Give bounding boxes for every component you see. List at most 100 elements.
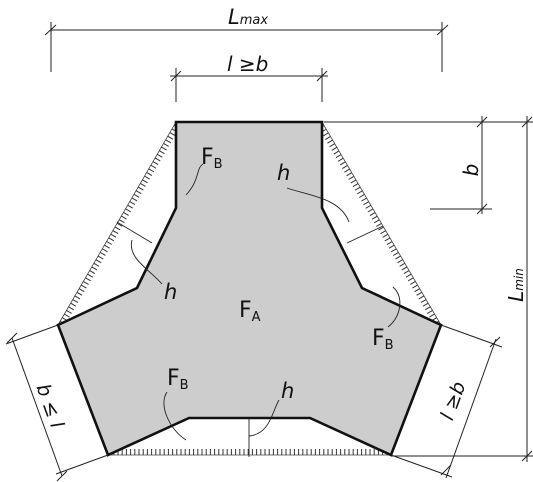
dimension-l-max: Lmax bbox=[44, 5, 449, 72]
hatch-tick bbox=[393, 252, 399, 256]
l-max-label: Lmax bbox=[228, 5, 268, 29]
leader-lines bbox=[130, 163, 401, 441]
right-lower-l-label: l ≥b bbox=[436, 379, 470, 423]
hatch-tick bbox=[329, 143, 335, 148]
hatch-tick bbox=[333, 150, 340, 155]
hatch-tick bbox=[133, 193, 140, 198]
hatch-tick bbox=[363, 201, 369, 206]
right-b-label: b bbox=[459, 164, 483, 177]
hatch-tick bbox=[331, 146, 338, 151]
hatch-tick bbox=[167, 135, 174, 140]
hatch-tick bbox=[346, 172, 352, 177]
hatch-tick bbox=[99, 251, 106, 256]
hatch-tick bbox=[395, 255, 401, 260]
hatch-tick bbox=[70, 302, 77, 307]
hatch-tick bbox=[152, 161, 159, 166]
hatch-tick bbox=[361, 197, 367, 202]
hatch-tick bbox=[127, 204, 134, 209]
hatch-tick bbox=[125, 208, 131, 213]
hatch-tick bbox=[350, 179, 357, 184]
hatch-tick bbox=[401, 266, 408, 271]
hatch-tick bbox=[424, 306, 431, 311]
hatch-tick bbox=[154, 157, 161, 162]
hatch-tick bbox=[418, 295, 425, 300]
hatch-tick bbox=[169, 132, 176, 136]
hatch-tick bbox=[376, 223, 382, 227]
hatch-tick bbox=[405, 273, 412, 278]
hatch-tick bbox=[407, 277, 414, 282]
hatch-tick bbox=[365, 204, 372, 209]
hatch-tick bbox=[348, 175, 355, 180]
f-b-label-right: FB bbox=[372, 326, 394, 353]
dimension-right-b: b bbox=[430, 116, 492, 215]
hatch-tick bbox=[165, 139, 172, 144]
hatch-tick bbox=[354, 186, 361, 191]
hatch-tick bbox=[352, 183, 359, 188]
hatch-tick bbox=[78, 288, 85, 293]
dimension-top-l: l ≥b bbox=[170, 52, 328, 102]
hatch-tick bbox=[121, 215, 127, 220]
hatch-tick bbox=[382, 233, 389, 238]
hatch-tick bbox=[83, 280, 89, 285]
hatch-tick bbox=[427, 309, 433, 314]
hatch-tick bbox=[384, 237, 391, 242]
hatch-tick bbox=[390, 248, 397, 253]
hatch-tick bbox=[85, 277, 91, 282]
hatch-tick bbox=[322, 132, 329, 137]
hatch-tick bbox=[344, 168, 350, 173]
hatch-tick bbox=[335, 154, 342, 159]
hatch-tick bbox=[397, 259, 403, 264]
hatch-tick bbox=[410, 280, 416, 285]
hatch-tick bbox=[108, 237, 115, 242]
hatch-tick bbox=[159, 150, 165, 155]
hatch-tick bbox=[80, 284, 87, 289]
dimension-l-min: Lmin bbox=[324, 116, 533, 462]
hatch-tick bbox=[91, 266, 98, 271]
hatch-tick bbox=[104, 244, 110, 249]
hatch-tick bbox=[114, 226, 121, 231]
hatch-tick bbox=[359, 194, 365, 198]
hatch-tick bbox=[403, 270, 410, 275]
hatch-tick bbox=[76, 291, 83, 296]
hatch-tick bbox=[380, 230, 386, 235]
hatch-tick bbox=[146, 172, 153, 176]
hatch-tick bbox=[140, 182, 146, 187]
hatch-tick bbox=[161, 146, 167, 151]
hatch-tick bbox=[369, 212, 376, 217]
hatch-tick bbox=[110, 233, 117, 238]
hatch-tick bbox=[416, 291, 423, 296]
hatch-tick bbox=[68, 306, 74, 311]
hatch-tick bbox=[339, 161, 346, 166]
hatch-tick bbox=[72, 299, 79, 304]
hatch-tick bbox=[112, 230, 119, 235]
hatch-tick bbox=[135, 190, 142, 195]
region-dividers bbox=[116, 221, 384, 457]
hatch-tick bbox=[97, 255, 104, 260]
hatch-tick bbox=[66, 310, 72, 314]
hatch-tick bbox=[87, 273, 93, 278]
hatch-tick bbox=[367, 208, 374, 213]
hatch-tick bbox=[144, 175, 150, 180]
hatch-tick bbox=[399, 262, 406, 267]
hatch-tick bbox=[373, 219, 380, 224]
cross-section-shape bbox=[56, 120, 443, 457]
hatch-tick bbox=[93, 262, 100, 267]
f-b-label-top: FB bbox=[201, 145, 223, 172]
hatch-tick bbox=[163, 143, 169, 147]
hatch-tick bbox=[412, 284, 418, 289]
f-a-label: FA bbox=[239, 298, 261, 325]
hatch-tick bbox=[156, 153, 163, 158]
h-label-top: h bbox=[277, 161, 290, 185]
top-l-label: l ≥b bbox=[227, 52, 268, 76]
hatch-tick bbox=[95, 259, 102, 264]
l-min-label: Lmin bbox=[504, 268, 528, 302]
hatch-tick bbox=[74, 295, 81, 300]
hatch-tick bbox=[337, 157, 344, 162]
hatch-tick bbox=[102, 248, 108, 253]
hatch-tick bbox=[429, 313, 435, 318]
hatch-tick bbox=[123, 212, 129, 216]
hatch-tick bbox=[89, 270, 96, 274]
hatch-tick bbox=[414, 288, 420, 293]
hatch-tick bbox=[386, 241, 393, 246]
